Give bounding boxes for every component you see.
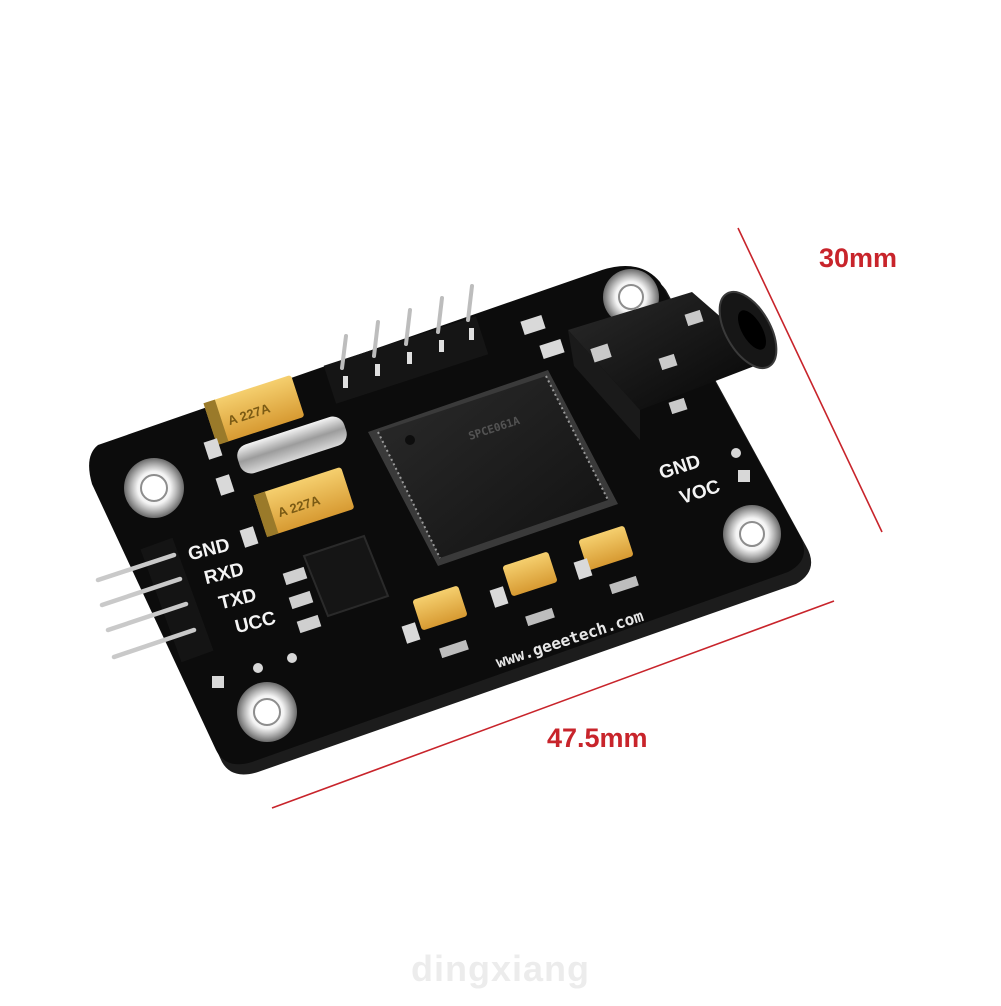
mounting-hole-right	[723, 505, 781, 563]
width-dimension-line	[271, 600, 835, 809]
smd-resistor	[489, 586, 509, 608]
smd-component	[609, 575, 639, 595]
tantalum-capacitor	[413, 586, 467, 630]
height-dimension-line	[737, 227, 883, 533]
square-pad	[212, 676, 224, 688]
audio-jack	[568, 291, 778, 440]
height-dimension-label: 30mm	[819, 243, 898, 273]
smd-resistor	[239, 526, 259, 548]
smd-component	[439, 639, 469, 659]
tantalum-capacitor: A 227A	[203, 375, 304, 446]
smd-component	[525, 607, 555, 627]
mounting-hole-left	[124, 458, 184, 518]
watermark-text: dingxiang	[411, 948, 590, 989]
smd-resistor	[215, 474, 235, 496]
via-pad	[253, 663, 263, 673]
smd-resistor	[401, 622, 421, 644]
mounting-hole-bottom	[237, 682, 297, 742]
left-pin-header	[95, 537, 214, 663]
smd-led	[520, 314, 546, 336]
top-pin-header	[323, 284, 489, 404]
crystal-oscillator	[237, 416, 347, 474]
via-pad	[731, 448, 741, 458]
smd-resistor	[203, 438, 223, 460]
square-pad	[738, 470, 750, 482]
width-dimension-label: 47.5mm	[547, 723, 648, 753]
via-pad	[287, 653, 297, 663]
tantalum-capacitor: A 227A	[253, 467, 354, 538]
main-ic-chip: SPCE061A	[368, 370, 618, 566]
smd-resistor	[573, 558, 593, 580]
voltage-regulator	[282, 534, 390, 634]
smd-led	[539, 338, 565, 360]
tantalum-capacitor	[503, 552, 557, 596]
tantalum-capacitor	[579, 526, 633, 570]
